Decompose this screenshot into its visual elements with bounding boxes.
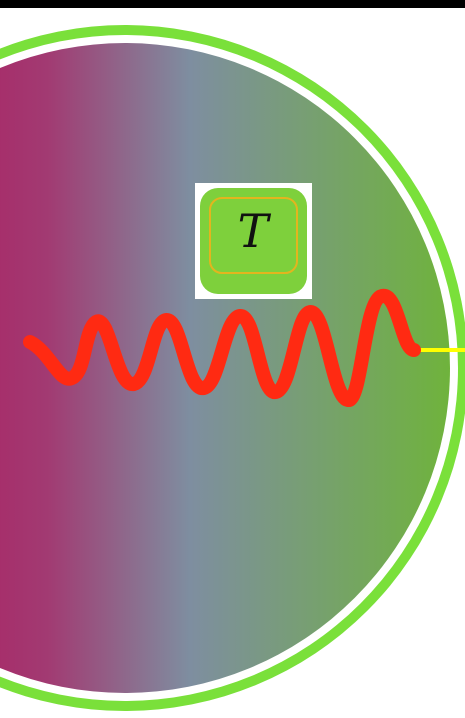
node-label: T	[213, 196, 293, 266]
gradient-body	[0, 43, 450, 693]
